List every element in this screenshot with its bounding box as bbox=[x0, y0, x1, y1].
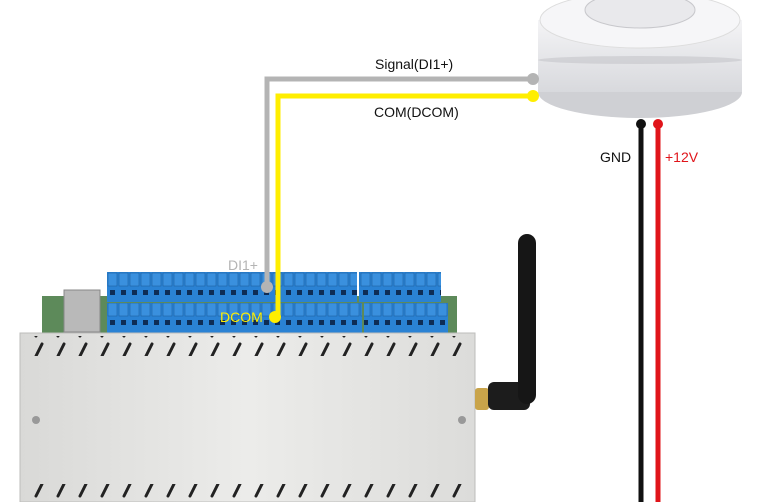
controller-device bbox=[19, 234, 536, 502]
ethernet-port bbox=[63, 289, 101, 333]
terminal-blocks bbox=[107, 272, 448, 333]
vent-slots-bottom bbox=[30, 484, 470, 502]
antenna-icon bbox=[475, 234, 536, 410]
vent-slots-top bbox=[30, 336, 470, 356]
com-terminal-dot bbox=[527, 90, 539, 102]
power-label: +12V bbox=[665, 149, 699, 165]
di1-terminal-label: DI1+ bbox=[228, 257, 258, 273]
signal-wire bbox=[264, 76, 533, 287]
com-label: COM(DCOM) bbox=[374, 104, 459, 120]
gnd-label: GND bbox=[600, 149, 631, 165]
enclosure bbox=[19, 332, 476, 502]
screw-icon bbox=[458, 416, 466, 424]
di1-terminal-dot bbox=[261, 281, 273, 293]
signal-terminal-dot bbox=[527, 73, 539, 85]
com-wire bbox=[275, 93, 533, 316]
smoke-detector bbox=[538, 0, 742, 118]
dcom-terminal-dot bbox=[269, 311, 281, 323]
dcom-terminal-label: DCOM bbox=[220, 309, 263, 325]
signal-label: Signal(DI1+) bbox=[375, 56, 453, 72]
screw-icon bbox=[32, 416, 40, 424]
